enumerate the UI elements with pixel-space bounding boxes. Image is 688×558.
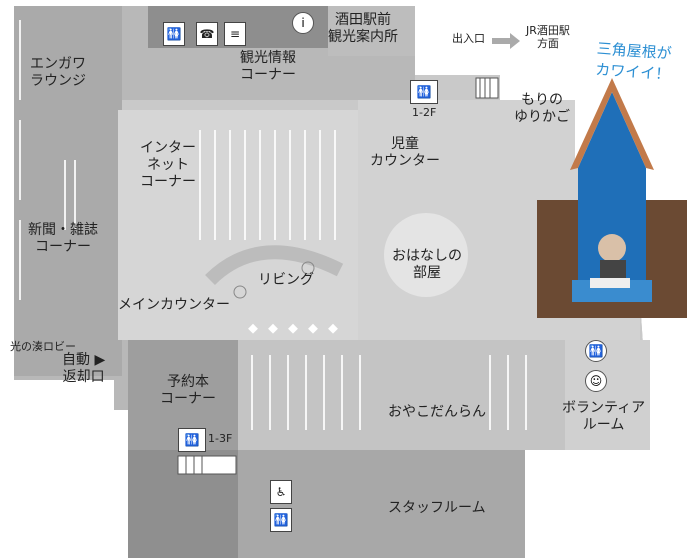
reading-nook-photo bbox=[537, 78, 687, 318]
internet-corner-label: インター ネット コーナー bbox=[140, 140, 196, 190]
baby-care-icon: ☺ bbox=[585, 370, 607, 392]
living-dot bbox=[233, 285, 247, 299]
staff-room-area bbox=[238, 450, 525, 558]
restroom-icon: 🚻 bbox=[163, 22, 185, 46]
bookshelves bbox=[19, 20, 527, 430]
stairs-lower bbox=[177, 455, 237, 475]
phone-icon: ☎ bbox=[196, 22, 218, 46]
newspaper-corner-label: 新聞・雑誌 コーナー bbox=[28, 222, 98, 255]
volunteer-room-area bbox=[565, 340, 650, 450]
oyako-danran-label: おやこだんらん bbox=[388, 404, 486, 420]
living-curve bbox=[205, 245, 344, 286]
engawa-lounge-area bbox=[14, 6, 122, 376]
restroom-icon: 🚻 bbox=[270, 508, 292, 532]
sakata-info-area bbox=[328, 6, 415, 56]
restroom-icon: 🚻 bbox=[410, 80, 438, 104]
jr-direction-label: JR酒田駅 方面 bbox=[526, 24, 570, 50]
morino-yurikago-label: もりの ゆりかご bbox=[514, 92, 570, 125]
living-dot bbox=[301, 261, 315, 275]
sakata-info-label: 酒田駅前 観光案内所 bbox=[328, 12, 398, 45]
restroom-icon: 🚻 bbox=[178, 428, 206, 452]
story-room-circle bbox=[384, 213, 468, 297]
tourist-corner-label: 観光情報 コーナー bbox=[240, 50, 296, 83]
reserve-corner-label: 予約本 コーナー bbox=[160, 374, 216, 407]
lobby-arrow bbox=[37, 357, 53, 372]
entrance-label: 出入口 bbox=[452, 32, 485, 45]
volunteer-room-label: ボランティア ルーム bbox=[562, 400, 646, 433]
engawa-lounge-label: エンガワ ラウンジ bbox=[30, 56, 86, 89]
accessible-toilet-icon: ♿ bbox=[270, 480, 292, 504]
restroom-icon: 🚻 bbox=[585, 340, 607, 362]
return-slot-label: 自動 ▶ 返却口 bbox=[62, 352, 106, 385]
staff-room-label: スタッフルーム bbox=[388, 500, 486, 516]
oyako-area bbox=[160, 340, 640, 450]
stairs-1-2f-label: 1-2F bbox=[412, 106, 437, 119]
stairs-1-3f-label: 1-3F bbox=[208, 432, 233, 445]
main-counter-label: メインカウンター bbox=[118, 297, 230, 313]
internet-corner-area bbox=[118, 110, 358, 340]
hikari-lobby-label: 光の湊ロビー bbox=[10, 340, 76, 353]
entrance-arrow bbox=[492, 33, 520, 49]
story-room-label: おはなしの 部屋 bbox=[392, 248, 462, 281]
children-counter-label: 児童 カウンター bbox=[370, 136, 440, 169]
living-label: リビング bbox=[258, 272, 314, 288]
info-icon: i bbox=[292, 12, 314, 34]
counter-markers bbox=[248, 323, 338, 334]
photo-caption: 三角屋根が カワイイ！ bbox=[594, 39, 673, 84]
elevator-icon: ≡ bbox=[224, 22, 246, 46]
stairs-upper bbox=[475, 77, 499, 99]
